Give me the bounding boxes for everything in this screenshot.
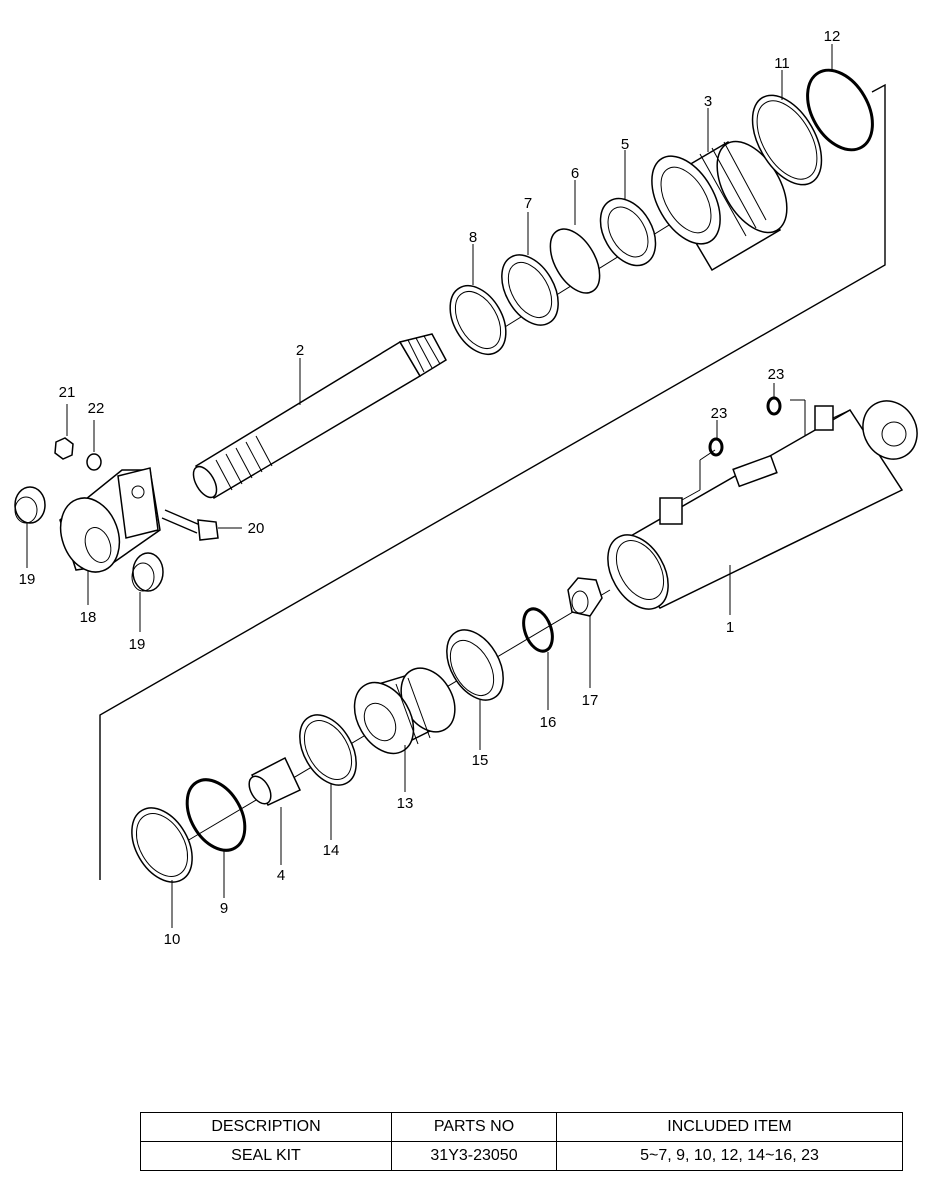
back-up-ring-10 [131, 807, 193, 883]
snap-ring [449, 285, 507, 355]
callout-7: 7 [524, 195, 532, 212]
header-description: DESCRIPTION [140, 1112, 392, 1142]
rod-bushing [501, 254, 559, 326]
header-included-item: INCLUDED ITEM [556, 1112, 903, 1142]
table-row: SEAL KIT 31Y3-23050 5~7, 9, 10, 12, 14~1… [140, 1141, 903, 1171]
exploded-parts-diagram: 1 2 3 4 5 6 7 8 9 10 11 12 13 14 15 16 1… [14, 28, 918, 948]
seal-kit-frame [99, 83, 886, 880]
rod-eye [59, 467, 161, 573]
callout-13: 13 [397, 795, 414, 812]
callout-8: 8 [469, 229, 477, 246]
callout-16: 16 [540, 714, 557, 731]
callout-14: 14 [323, 842, 340, 859]
callout-6: 6 [571, 165, 579, 182]
piston-rod [192, 333, 447, 500]
piston [353, 667, 456, 755]
callout-10: 10 [164, 931, 181, 948]
callout-5: 5 [621, 136, 629, 153]
callout-11: 11 [774, 55, 790, 72]
seal-kit-table: DESCRIPTION PARTS NO INCLUDED ITEM SEAL … [140, 1112, 903, 1171]
tube-assembly [607, 400, 918, 610]
callout-23a: 23 [711, 405, 728, 422]
cell-description: SEAL KIT [140, 1141, 392, 1171]
callout-20: 20 [248, 520, 265, 537]
cushion-ring [248, 756, 301, 806]
o-ring-9 [185, 778, 247, 852]
rod-cover [651, 140, 788, 272]
o-ring-23b [766, 396, 782, 416]
table-header-row: DESCRIPTION PARTS NO INCLUDED ITEM [140, 1112, 903, 1142]
callout-12: 12 [824, 28, 841, 45]
cell-parts-no: 31Y3-23050 [391, 1141, 557, 1171]
back-up-ring [751, 94, 823, 186]
hex-bolt [161, 509, 219, 541]
callout-9: 9 [220, 900, 228, 917]
callout-21: 21 [59, 384, 76, 401]
callout-17: 17 [582, 692, 599, 709]
wear-ring [446, 629, 504, 701]
callout-23b: 23 [768, 366, 785, 383]
pin-bushing-19b [131, 552, 164, 592]
u-packing [599, 197, 657, 267]
callout-1: 1 [726, 619, 734, 636]
spring-washer [86, 453, 102, 471]
callout-19a: 19 [19, 571, 36, 588]
lock-nut [567, 577, 603, 617]
o-ring-16 [522, 607, 554, 653]
callout-labels: 1 2 3 4 5 6 7 8 9 10 11 12 13 14 15 16 1… [19, 28, 841, 948]
o-ring-23a [708, 437, 724, 457]
callout-4: 4 [277, 867, 285, 884]
callout-3: 3 [704, 93, 712, 110]
callout-22: 22 [88, 400, 105, 417]
rod-seal [549, 228, 601, 294]
pin-bushing-19a [14, 486, 46, 524]
callout-15: 15 [472, 752, 489, 769]
o-ring-12 [806, 68, 874, 152]
header-parts-no: PARTS NO [391, 1112, 557, 1142]
callout-18: 18 [80, 609, 97, 626]
piston-seal [299, 714, 357, 786]
cell-included-item: 5~7, 9, 10, 12, 14~16, 23 [556, 1141, 903, 1171]
callout-2: 2 [296, 342, 304, 359]
hex-nut [54, 437, 74, 460]
callout-19b: 19 [129, 636, 146, 653]
leader-lines [26, 44, 833, 928]
